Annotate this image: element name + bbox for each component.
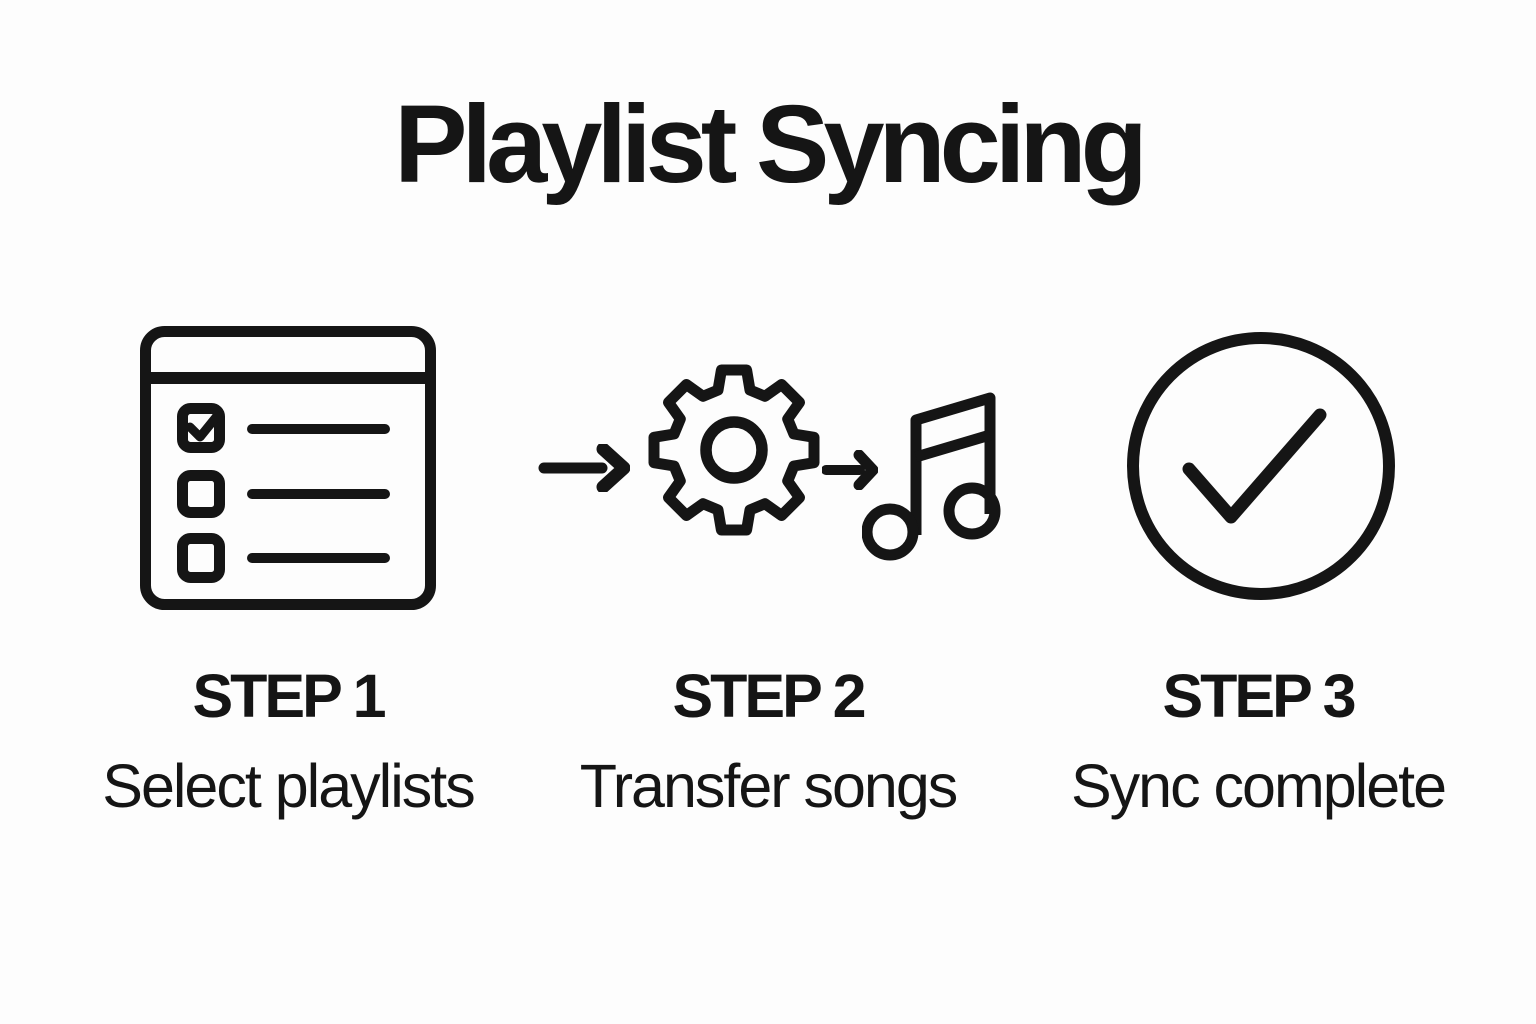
checkbox-unchecked — [177, 533, 225, 583]
gear-icon — [639, 355, 829, 545]
small-right-arrow-icon — [822, 450, 878, 490]
step-3-column: STEP 3 Sync complete — [1038, 661, 1478, 821]
check-circle-icon-svg — [1127, 332, 1395, 600]
arrow-head — [853, 450, 878, 490]
checkbox-checked — [177, 403, 225, 453]
note-head-left — [862, 503, 919, 561]
step-2-column: STEP 2 Transfer songs — [548, 661, 988, 821]
checkbox-unchecked — [177, 470, 225, 518]
playlist-checklist-icon — [140, 326, 436, 610]
step-2-label: STEP 2 — [672, 662, 866, 730]
step-1-column: STEP 1 Select playlists — [68, 661, 508, 821]
check-circle-icon — [1124, 329, 1398, 603]
page-title: Playlist Syncing — [394, 83, 1148, 206]
music-note-icon — [862, 388, 1002, 570]
music-note-icon-svg — [862, 392, 1001, 561]
step-3-caption: Sync complete — [1070, 752, 1447, 820]
gear-icon-svg — [648, 364, 820, 536]
checkbox-checkmark — [185, 411, 222, 442]
gear-body — [648, 364, 820, 536]
right-arrow-icon-svg — [538, 444, 630, 492]
step-3-label: STEP 3 — [1162, 662, 1356, 730]
note-stems-and-beam — [910, 392, 996, 535]
right-arrow-icon — [538, 444, 630, 492]
checkmark — [1182, 408, 1327, 524]
arrow-head — [596, 444, 630, 492]
window-frame — [140, 326, 436, 610]
small-right-arrow-icon-svg — [822, 450, 878, 490]
step-1-label: STEP 1 — [192, 662, 386, 730]
note-beam-lower-edge — [914, 429, 992, 463]
step-1-caption: Select playlists — [102, 752, 475, 820]
note-head-right — [943, 482, 1001, 540]
step-2-caption: Transfer songs — [579, 752, 959, 820]
circle-outline — [1127, 332, 1395, 600]
gear-hub — [700, 416, 768, 484]
playlist-checklist-icon-svg — [140, 326, 436, 610]
